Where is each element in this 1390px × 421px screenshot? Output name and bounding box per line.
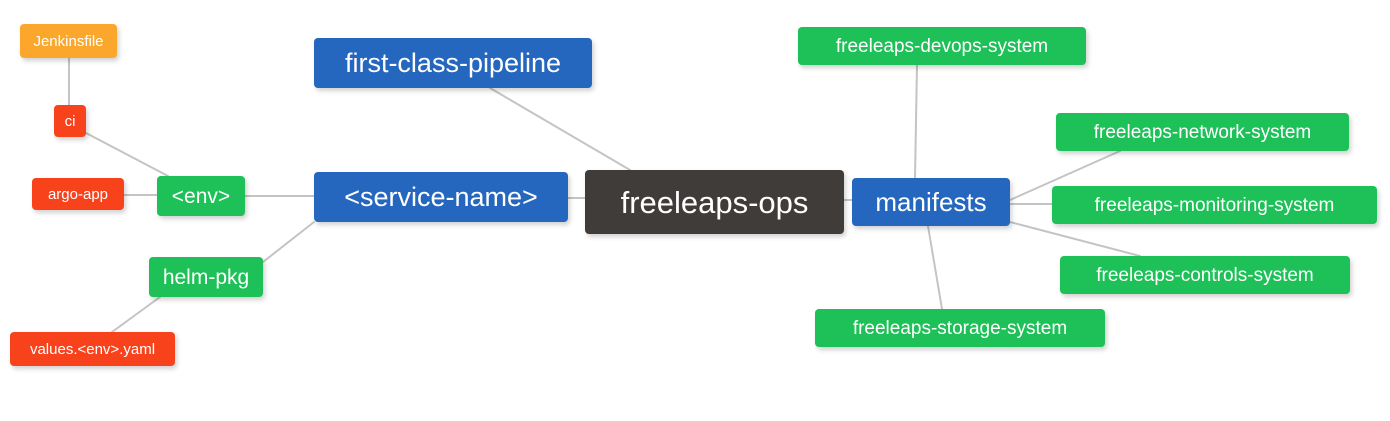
node-label-freeleaps-ops: freeleaps-ops (620, 184, 809, 220)
edge-manifests-devops (914, 64, 918, 179)
node-label-freeleaps-network-system: freeleaps-network-system (1093, 121, 1312, 143)
node-freeleaps-ops[interactable]: freeleaps-ops (585, 170, 844, 234)
node-first-class-pipeline[interactable]: first-class-pipeline (314, 38, 592, 88)
node-label-freeleaps-storage-system: freeleaps-storage-system (852, 317, 1068, 339)
edge-helmpkg-values (111, 296, 161, 333)
node-label-manifests: manifests (875, 187, 987, 217)
node-label-freeleaps-monitoring-system: freeleaps-monitoring-system (1094, 194, 1335, 216)
node-label-helm-pkg: helm-pkg (162, 265, 250, 289)
edge-manifests-storage (927, 225, 943, 310)
node-ci[interactable]: ci (54, 105, 86, 137)
node-env[interactable]: <env> (157, 176, 245, 216)
edge-pipeline-ops (489, 87, 631, 171)
node-label-jenkinsfile: Jenkinsfile (33, 32, 104, 50)
node-freeleaps-devops-system[interactable]: freeleaps-devops-system (798, 27, 1086, 65)
node-freeleaps-controls-system[interactable]: freeleaps-controls-system (1060, 256, 1350, 294)
node-freeleaps-network-system[interactable]: freeleaps-network-system (1056, 113, 1349, 151)
node-label-ci: ci (64, 112, 76, 130)
node-helm-pkg[interactable]: helm-pkg (149, 257, 263, 297)
node-values-yaml[interactable]: values.<env>.yaml (10, 332, 175, 366)
node-manifests[interactable]: manifests (852, 178, 1010, 226)
node-label-service-name: <service-name> (344, 181, 538, 212)
node-service-name[interactable]: <service-name> (314, 172, 568, 222)
edge-servicename-helmpkg (262, 221, 315, 263)
node-label-freeleaps-controls-system: freeleaps-controls-system (1096, 264, 1314, 286)
node-label-freeleaps-devops-system: freeleaps-devops-system (835, 35, 1049, 57)
edge-manifests-controls (1009, 221, 1141, 257)
node-jenkinsfile[interactable]: Jenkinsfile (20, 24, 117, 58)
edge-ci-env (85, 132, 169, 177)
node-freeleaps-storage-system[interactable]: freeleaps-storage-system (815, 309, 1105, 347)
node-label-env: <env> (171, 184, 231, 208)
node-freeleaps-monitoring-system[interactable]: freeleaps-monitoring-system (1052, 186, 1377, 224)
node-label-first-class-pipeline: first-class-pipeline (344, 47, 562, 78)
node-label-values-yaml: values.<env>.yaml (29, 340, 156, 358)
node-label-argo-app: argo-app (47, 185, 109, 203)
node-argo-app[interactable]: argo-app (32, 178, 124, 210)
